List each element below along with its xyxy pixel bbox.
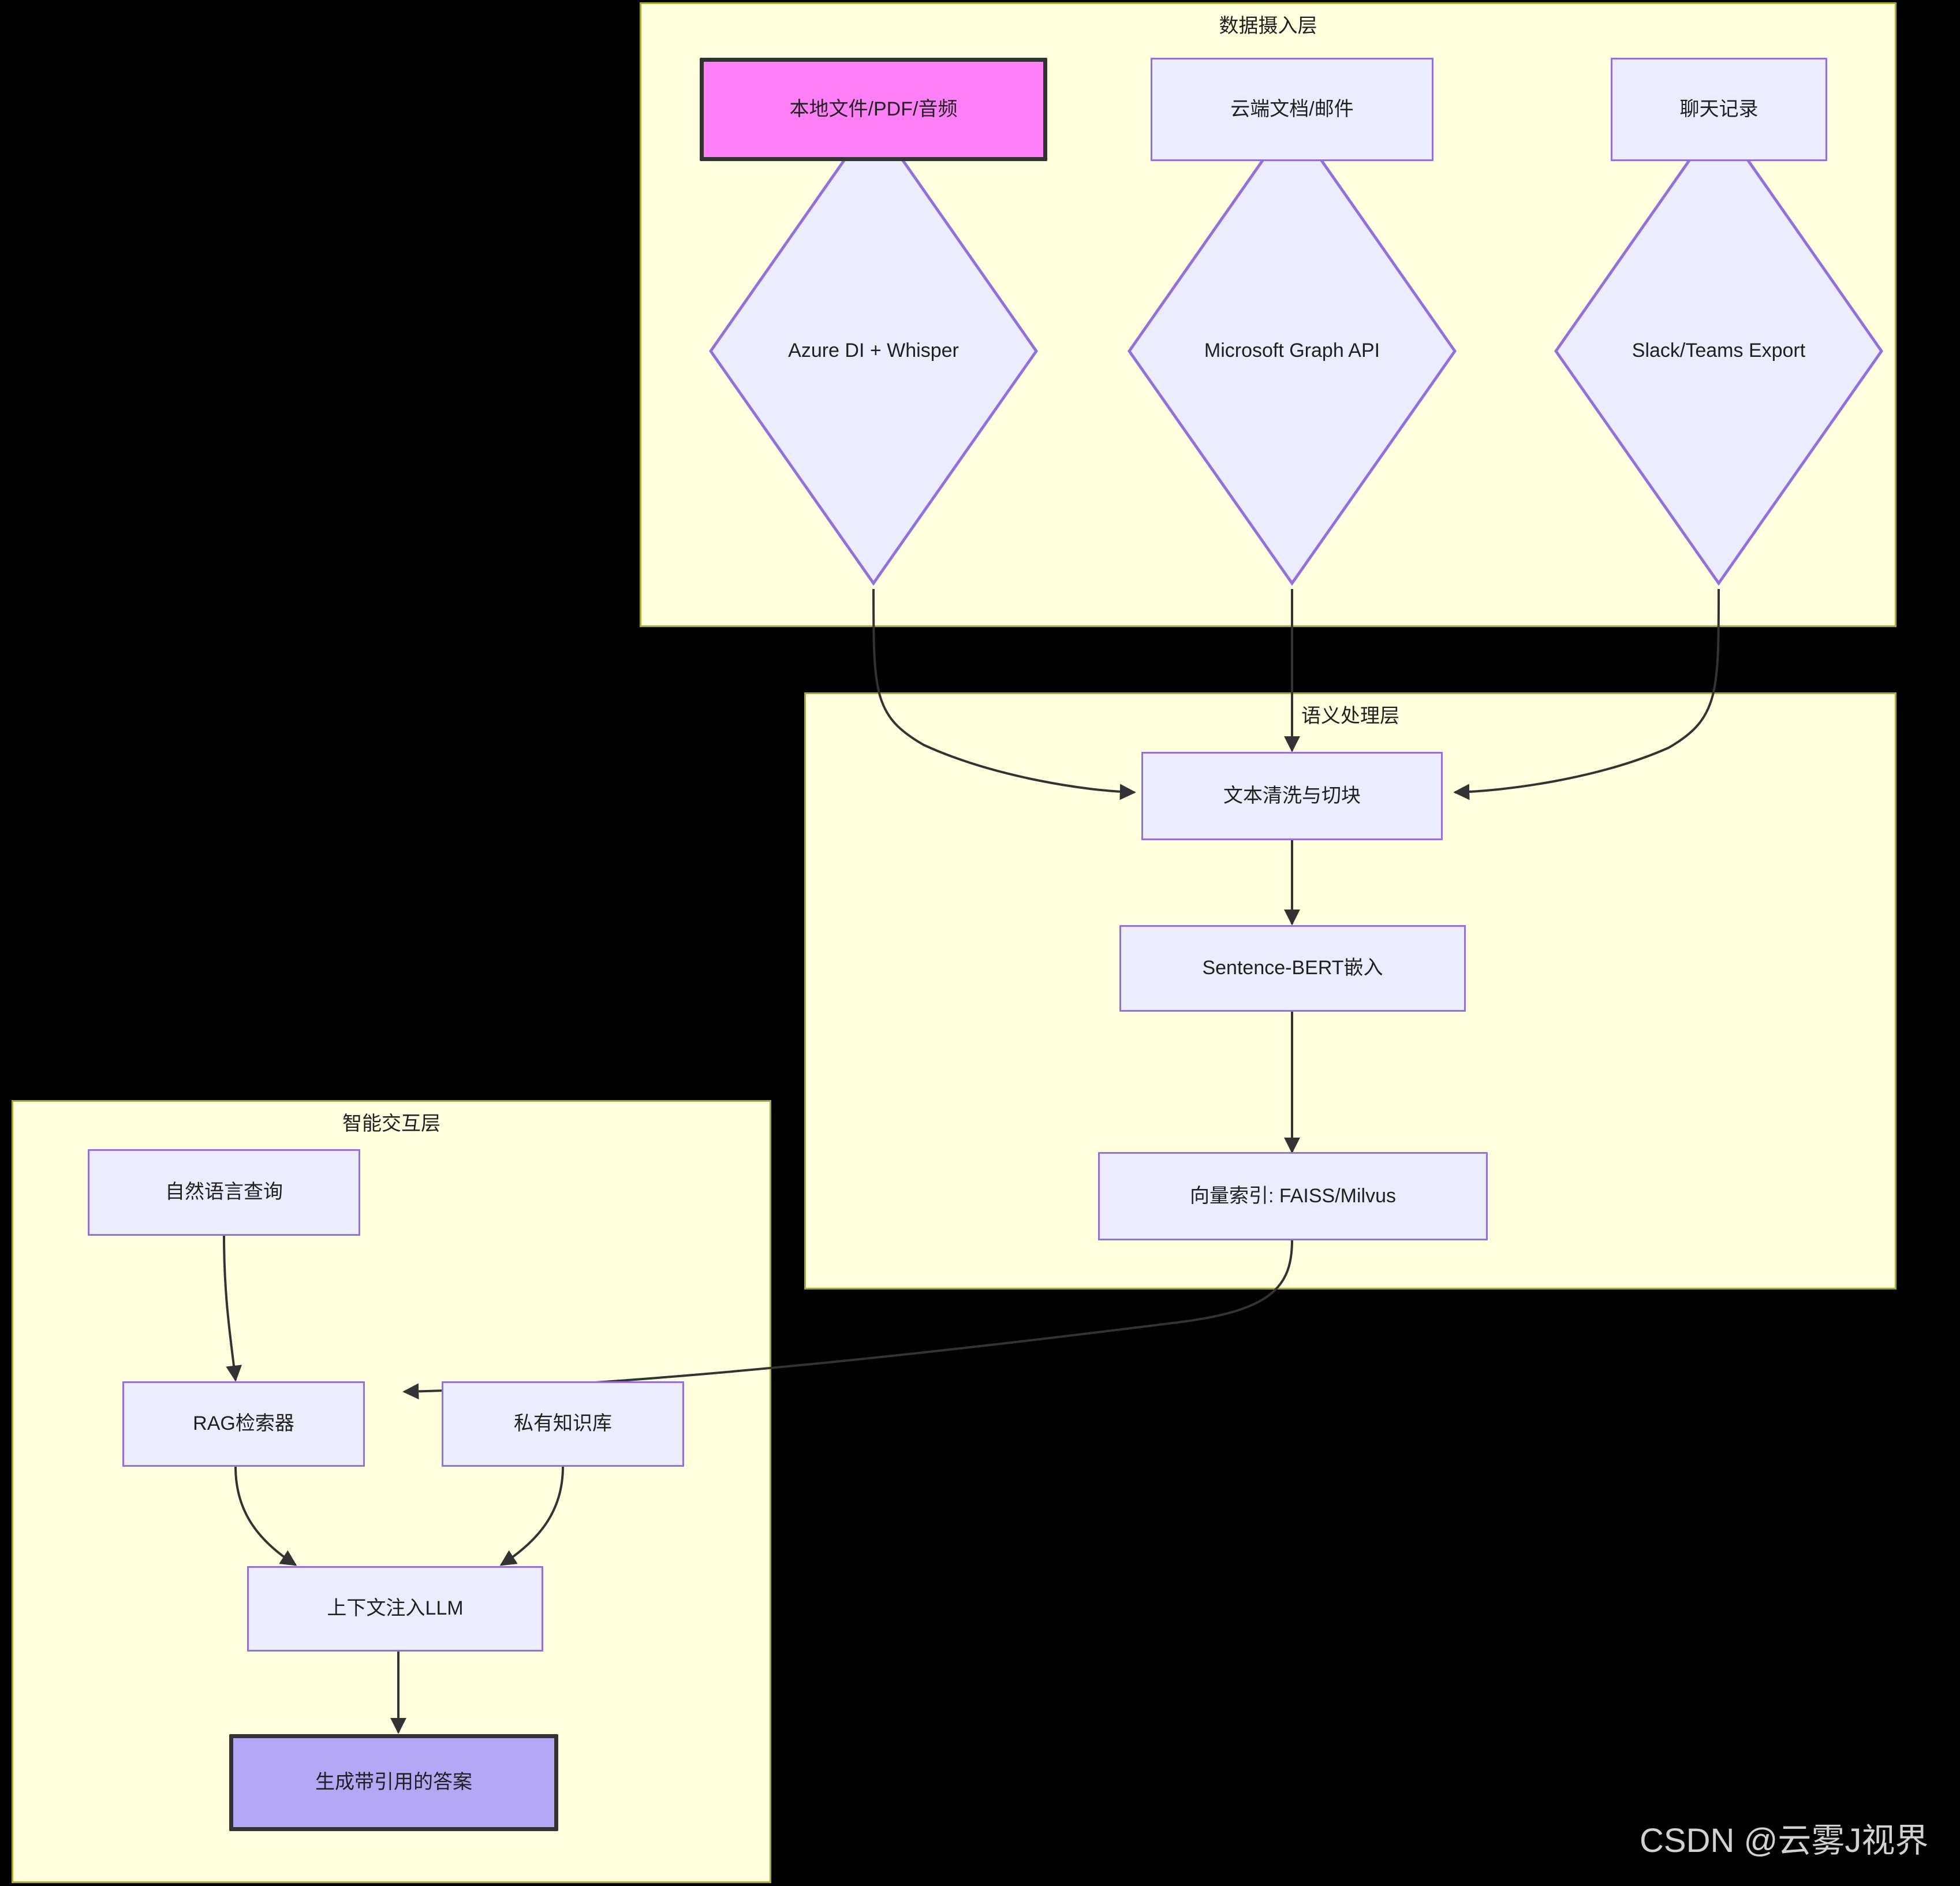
cluster-title-data-ingestion: 数据摄入层 <box>1219 15 1317 37</box>
node-sbert[interactable]: Sentence-BERT嵌入 <box>1119 925 1466 1012</box>
node-chat-logs-label: 聊天记录 <box>1679 98 1759 120</box>
node-azure-di-shape[interactable] <box>708 115 1039 586</box>
node-rag-retriever-label: RAG检索器 <box>193 1412 294 1435</box>
node-rag-retriever[interactable]: RAG检索器 <box>122 1381 365 1467</box>
node-nl-query[interactable]: 自然语言查询 <box>88 1149 360 1236</box>
edge-rag-retriever-to-llm-inject <box>234 1466 297 1566</box>
node-private-kb-label: 私有知识库 <box>514 1412 612 1435</box>
node-graph-api-label: Microsoft Graph API <box>1204 340 1380 361</box>
node-sbert-label: Sentence-BERT嵌入 <box>1202 957 1383 979</box>
node-local-files-label: 本地文件/PDF/音频 <box>789 98 958 120</box>
edge-private-kb-to-llm-inject <box>499 1466 564 1566</box>
node-text-clean-label: 文本清洗与切块 <box>1223 784 1361 807</box>
node-cloud-docs-label: 云端文档/邮件 <box>1230 98 1354 120</box>
node-cloud-docs[interactable]: 云端文档/邮件 <box>1151 58 1433 161</box>
edge-slack-export-to-text-clean <box>1453 588 1720 800</box>
cluster-title-intelligent-interaction: 智能交互层 <box>342 1113 440 1135</box>
node-slack-export-shape[interactable] <box>1554 115 1884 586</box>
node-llm-inject[interactable]: 上下文注入LLM <box>247 1566 543 1652</box>
node-azure-di-label: Azure DI + Whisper <box>788 340 959 361</box>
node-chat-logs[interactable]: 聊天记录 <box>1611 58 1827 161</box>
node-local-files[interactable]: 本地文件/PDF/音频 <box>700 58 1047 161</box>
node-cited-answer-label: 生成带引用的答案 <box>315 1771 472 1794</box>
watermark: CSDN @云雾J视界 <box>1640 1822 1929 1859</box>
node-azure-di[interactable]: Azure DI + Whisper <box>711 118 1036 583</box>
node-vector-index-label: 向量索引: FAISS/Milvus <box>1189 1184 1397 1207</box>
node-cited-answer[interactable]: 生成带引用的答案 <box>229 1734 558 1831</box>
node-graph-api-shape[interactable] <box>1127 115 1457 586</box>
node-private-kb[interactable]: 私有知识库 <box>442 1381 684 1467</box>
node-llm-inject-label: 上下文注入LLM <box>327 1597 464 1620</box>
cluster-title-semantic-processing: 语义处理层 <box>1301 705 1399 727</box>
node-graph-api[interactable]: Microsoft Graph API <box>1129 118 1455 583</box>
edge-nl-query-to-rag-retriever <box>223 1235 242 1382</box>
node-nl-query-label: 自然语言查询 <box>165 1181 283 1203</box>
node-slack-export[interactable]: Slack/Teams Export <box>1556 118 1881 583</box>
node-slack-export-label: Slack/Teams Export <box>1632 340 1806 361</box>
node-text-clean[interactable]: 文本清洗与切块 <box>1141 752 1443 840</box>
edge-azure-di-to-text-clean <box>872 588 1136 800</box>
node-vector-index[interactable]: 向量索引: FAISS/Milvus <box>1098 1152 1488 1240</box>
